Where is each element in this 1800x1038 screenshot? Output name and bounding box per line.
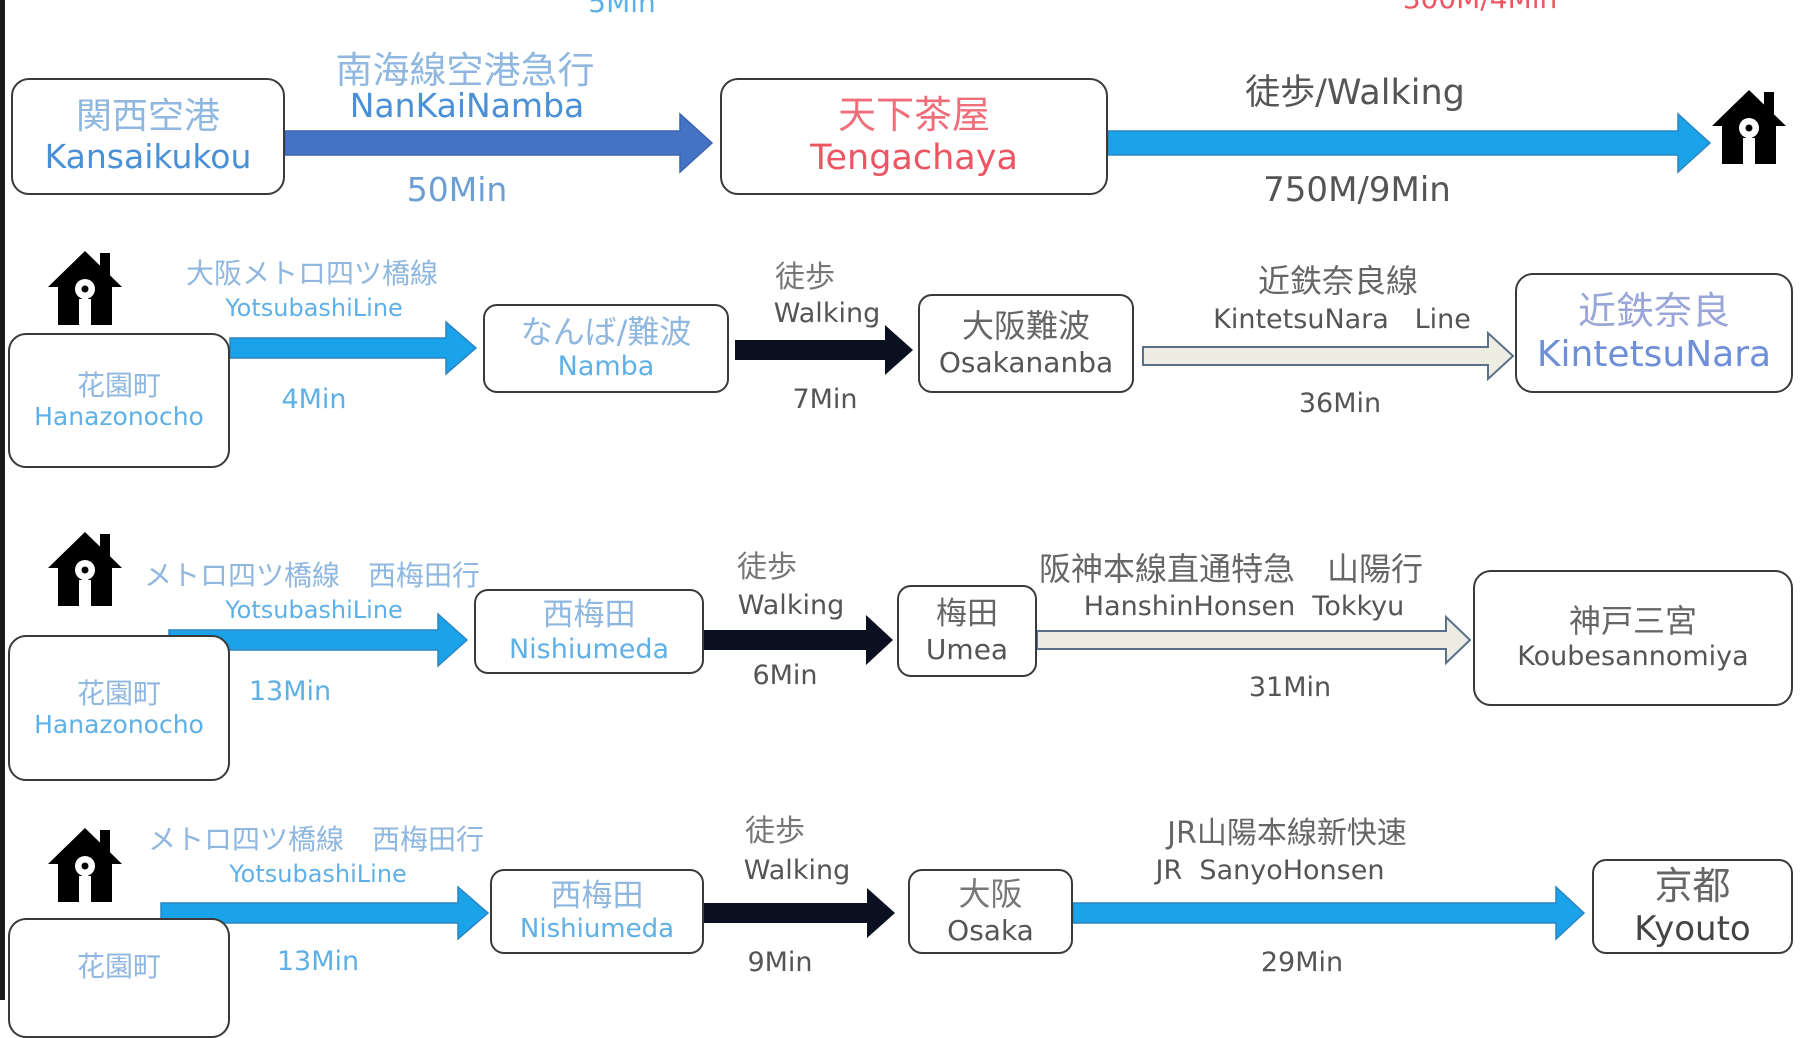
line-label-en: KintetsuNara Line	[1213, 304, 1471, 335]
arrow-nankai	[284, 112, 714, 174]
walk-label-en: Walking	[773, 298, 881, 329]
station-box-namba: なんば/難波 Namba	[483, 304, 729, 393]
station-name-en: Nishiumeda	[508, 633, 670, 665]
leg-time: 29Min	[1260, 947, 1344, 978]
station-name-jp: 神戸三宮	[1568, 602, 1697, 641]
station-name-jp: 関西空港	[75, 95, 220, 137]
station-name-jp: 大阪難波	[961, 307, 1090, 346]
station-box-kansaikukou: 関西空港 Kansaikukou	[11, 78, 285, 195]
station-name-jp: 西梅田	[550, 877, 644, 914]
station-box-hanazonocho: 花園町 Hanazonocho	[8, 635, 230, 781]
line-label-jp: 南海線空港急行	[335, 49, 595, 92]
station-name-jp: 大阪	[958, 875, 1023, 914]
station-box-osakananba: 大阪難波 Osakananba	[918, 294, 1134, 393]
station-name-en: Hanazonocho	[34, 402, 204, 432]
station-name-jp: 西梅田	[542, 597, 636, 634]
leg-time: 13Min	[276, 946, 360, 977]
station-name-en: Kansaikukou	[44, 137, 252, 177]
station-name-jp: 花園町	[76, 950, 161, 983]
station-name-jp: 天下茶屋	[837, 93, 990, 138]
partial-time-label: 5Min	[588, 0, 656, 19]
leg-time: 36Min	[1298, 388, 1382, 419]
walk-label-en: Walking	[737, 590, 845, 621]
arrow-hanshin	[1036, 614, 1472, 666]
walk-label-en: Walking	[743, 855, 851, 886]
line-label-en: HanshinHonsen Tokkyu	[1083, 591, 1405, 622]
line-label-jp: 大阪メトロ四ツ橋線	[185, 257, 439, 290]
leg-time: 13Min	[248, 676, 332, 707]
station-name-en: Nishiumeda	[519, 914, 675, 945]
station-name-jp: 京都	[1654, 864, 1731, 909]
leg-time: 6Min	[752, 660, 818, 691]
arrow-jr-sanyo	[1072, 885, 1586, 941]
station-name-en: Hanazonocho	[34, 709, 204, 739]
station-box-tengachaya: 天下茶屋 Tengachaya	[720, 78, 1108, 195]
line-label-en: YotsubashiLine	[229, 860, 407, 888]
line-label-en: YotsubashiLine	[225, 596, 403, 624]
station-name-jp: 花園町	[76, 676, 161, 710]
home-icon	[48, 251, 122, 325]
arrow-kintetsu	[1142, 330, 1515, 382]
station-name-en: Kyouto	[1634, 908, 1751, 949]
leg-time: 4Min	[281, 384, 347, 415]
home-icon	[48, 828, 122, 902]
leg-time: 31Min	[1248, 672, 1332, 703]
home-icon	[1712, 90, 1786, 164]
leg-time: 50Min	[406, 170, 508, 209]
leg-time: 7Min	[792, 384, 858, 415]
home-icon	[48, 532, 122, 606]
leg-distance-time: 750M/9Min	[1263, 170, 1451, 210]
line-label-en: JR SanyoHonsen	[1155, 855, 1385, 886]
line-label-jp: メトロ四ツ橋線 西梅田行	[143, 559, 481, 592]
station-name-jp: 近鉄奈良	[1577, 289, 1730, 334]
station-box-osaka: 大阪 Osaka	[908, 869, 1073, 954]
leg-time: 9Min	[747, 947, 813, 978]
arrow-walk-4	[704, 888, 895, 938]
left-border	[0, 0, 5, 1000]
walk-label: 徒歩/Walking	[1245, 73, 1465, 113]
station-box-nishiumeda: 西梅田 Nishiumeda	[490, 869, 704, 954]
station-name-en: Tengachaya	[810, 138, 1018, 179]
line-label-jp: 近鉄奈良線	[1257, 262, 1419, 300]
station-box-umea: 梅田 Umea	[897, 585, 1037, 677]
station-box-koubesannomiya: 神戸三宮 Koubesannomiya	[1473, 570, 1793, 706]
line-label-en: YotsubashiLine	[225, 294, 403, 322]
arrow-walk-3	[704, 615, 893, 665]
station-name-en: Koubesannomiya	[1517, 640, 1749, 672]
station-box-nishiumeda: 西梅田 Nishiumeda	[474, 589, 704, 674]
partial-distance-label: 300M/4Min	[1403, 0, 1558, 15]
arrow-walk-home-1	[1107, 112, 1712, 174]
walk-label-jp: 徒歩	[737, 550, 797, 585]
arrow-walk-2	[735, 325, 913, 375]
line-label-jp: JR山陽本線新快速	[1167, 816, 1407, 851]
station-name-jp: 梅田	[936, 596, 998, 633]
station-name-en: Namba	[557, 351, 655, 383]
station-name-en: Umea	[925, 632, 1009, 666]
station-box-kintetsunara: 近鉄奈良 KintetsuNara	[1515, 273, 1793, 393]
station-name-en: Osakananba	[938, 345, 1114, 379]
line-label-en: NanKaiNamba	[349, 86, 585, 125]
walk-label-jp: 徒歩	[745, 814, 805, 849]
station-box-kyouto: 京都 Kyouto	[1592, 859, 1793, 954]
station-name-en: KintetsuNara	[1536, 334, 1772, 376]
station-name-en: Osaka	[947, 913, 1034, 947]
station-name-jp: なんば/難波	[520, 312, 692, 351]
station-box-hanazonocho: 花園町 Hanazonocho	[8, 333, 230, 468]
station-name-jp: 花園町	[76, 369, 161, 403]
station-box-hanazonocho: 花園町	[8, 918, 230, 1038]
arrow-yotsubashi-2	[229, 320, 478, 376]
line-label-jp: 阪神本線直通特急 山陽行	[1038, 550, 1424, 588]
walk-label-jp: 徒歩	[775, 260, 835, 295]
line-label-jp: メトロ四ツ橋線 西梅田行	[147, 823, 485, 856]
